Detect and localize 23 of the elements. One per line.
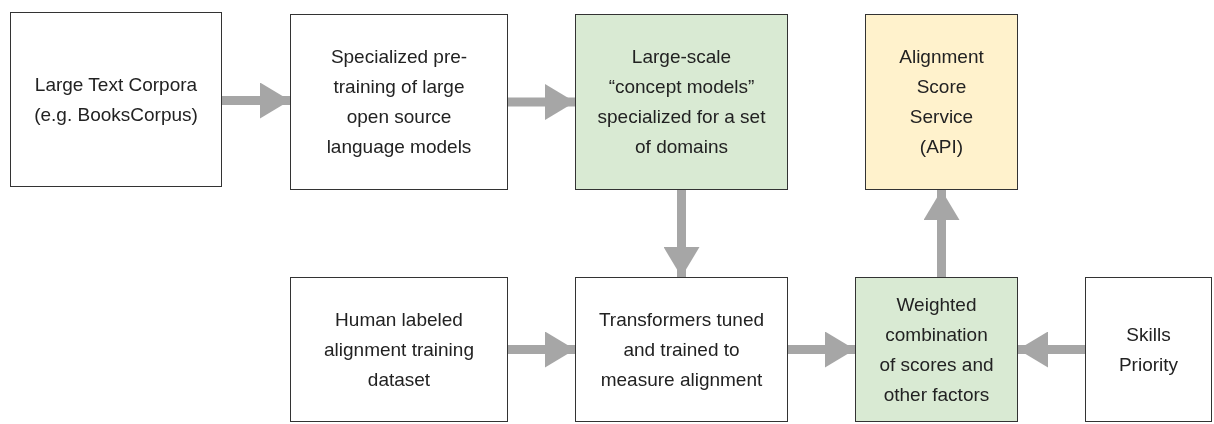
process-box — [575, 14, 788, 190]
arrow — [222, 82, 290, 119]
process-box — [1085, 277, 1212, 422]
box-text: Large-scale “concept models” specialized for a set of domains — [596, 45, 767, 159]
box-text: Human labeled alignment training dataset — [323, 307, 475, 392]
process-box — [575, 277, 788, 422]
arrow — [788, 331, 855, 368]
arrow — [663, 190, 700, 277]
arrow — [923, 190, 960, 277]
box-text: Large Text Corpora (e.g. BooksCorpus) — [33, 72, 199, 127]
box-text: Skills Priority — [1117, 322, 1180, 377]
process-box — [10, 12, 222, 187]
process-box — [865, 14, 1018, 190]
box-text: Alignment Score Service (API) — [898, 45, 985, 159]
arrow — [508, 84, 575, 120]
process-box — [290, 14, 508, 190]
process-box — [855, 277, 1018, 422]
box-text: Transformers tuned and trained to measure alignment — [597, 307, 766, 392]
box-text: Specialized pre-training of large open source language models — [325, 45, 473, 159]
box-text: Weighted combination of scores and other factors — [878, 292, 995, 407]
arrow — [508, 331, 575, 368]
arrow — [1018, 331, 1085, 368]
process-box — [290, 277, 508, 422]
